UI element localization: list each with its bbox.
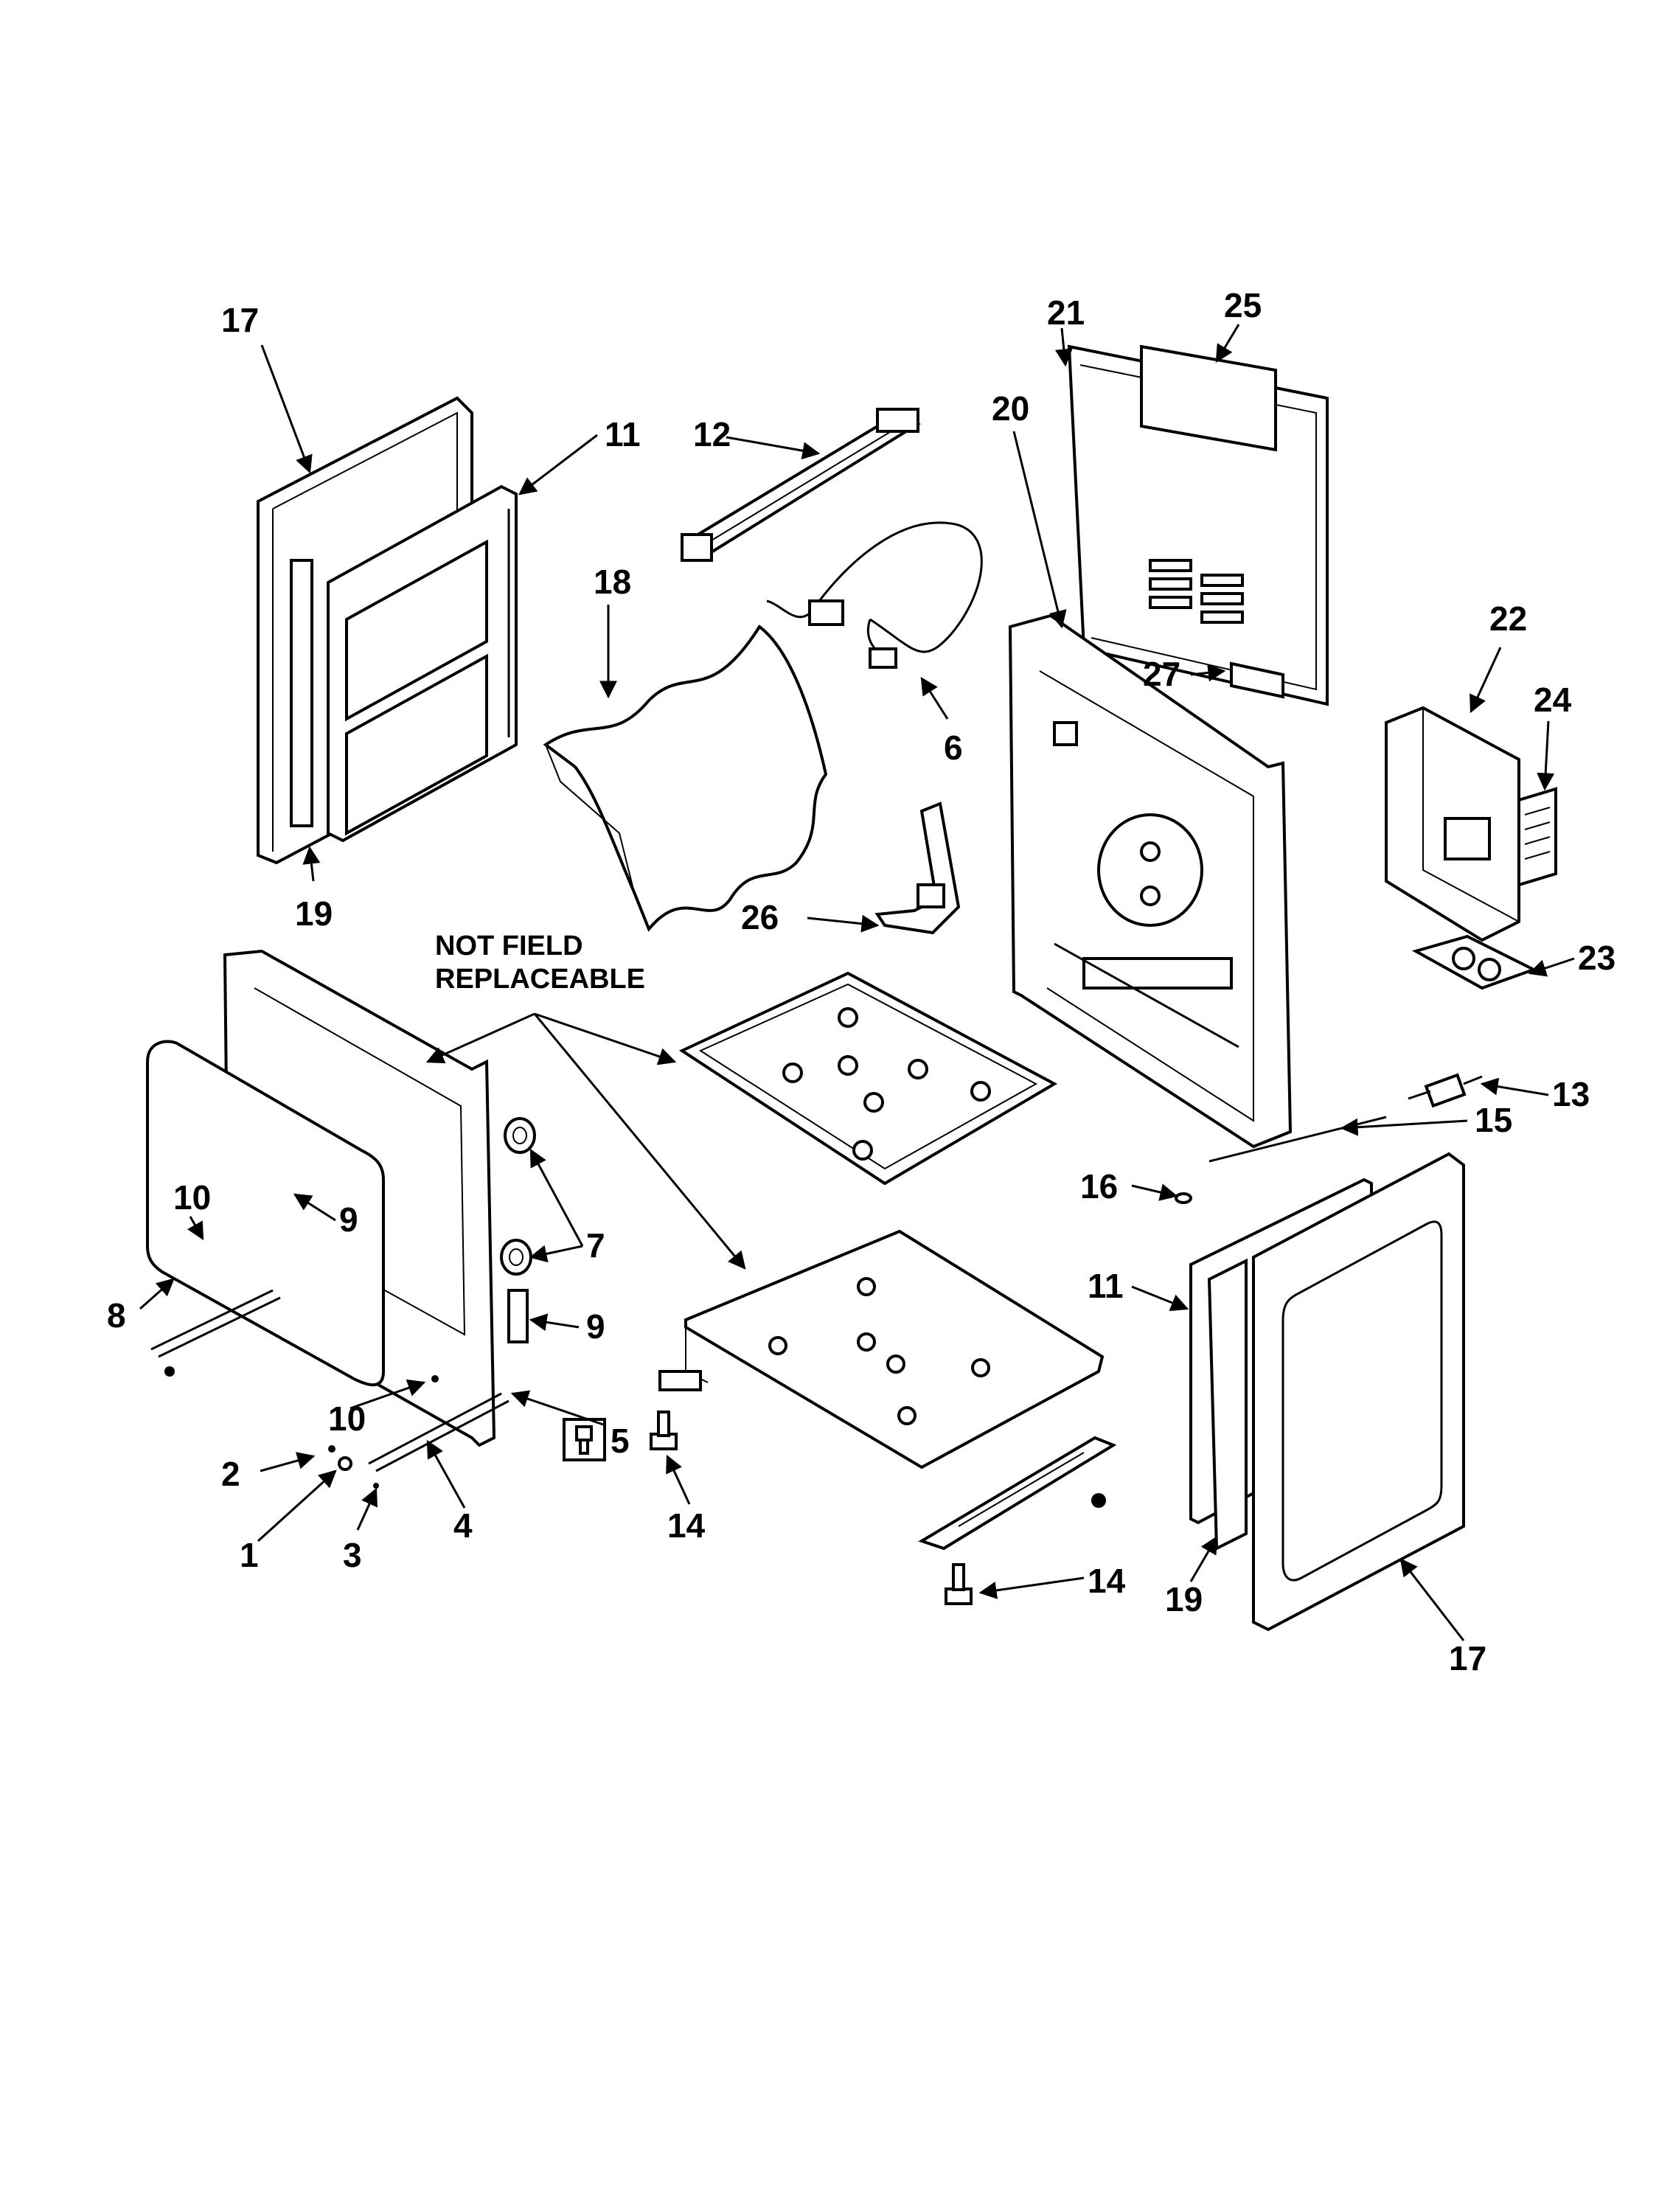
callout-13: 13 bbox=[1552, 1075, 1590, 1113]
callout-4: 4 bbox=[453, 1506, 473, 1545]
leveling-leg-b bbox=[945, 1563, 973, 1605]
callout-9-b: 9 bbox=[586, 1307, 605, 1346]
callout-19-left: 19 bbox=[295, 894, 333, 933]
insulation-strip-right bbox=[1207, 1258, 1248, 1551]
callout-6: 6 bbox=[944, 728, 963, 767]
vent-grille bbox=[1517, 787, 1557, 887]
mounting-bracket bbox=[874, 801, 961, 935]
leveling-leg-box bbox=[563, 1418, 606, 1461]
callout-18: 18 bbox=[594, 563, 631, 601]
callout-14-b: 14 bbox=[1088, 1562, 1126, 1600]
callout-21: 21 bbox=[1047, 293, 1085, 332]
note-line-1: NOT FIELD bbox=[435, 931, 583, 961]
callout-26: 26 bbox=[741, 898, 779, 936]
inner-panel-left bbox=[290, 484, 518, 843]
lower-rail-left bbox=[150, 1289, 281, 1358]
leader-lines bbox=[139, 324, 1575, 1641]
callout-14-a: 14 bbox=[667, 1506, 706, 1545]
callout-3: 3 bbox=[343, 1536, 362, 1574]
callout-1: 1 bbox=[240, 1536, 259, 1574]
clip-16 bbox=[1175, 1192, 1192, 1204]
callout-27: 27 bbox=[1143, 655, 1180, 693]
leveling-leg-a bbox=[650, 1411, 678, 1450]
insulation-blanket bbox=[543, 625, 828, 932]
callout-17-right: 17 bbox=[1449, 1639, 1486, 1677]
oven-base bbox=[658, 1229, 1105, 1470]
door-frame bbox=[146, 1040, 385, 1387]
callout-20: 20 bbox=[992, 389, 1029, 428]
side-bracket bbox=[1385, 706, 1520, 942]
base-rail bbox=[918, 1436, 1117, 1551]
callout-24: 24 bbox=[1534, 681, 1572, 719]
not-field-replaceable-note: NOT FIELD REPLACEABLE bbox=[435, 931, 645, 995]
part-27-bracket bbox=[1230, 661, 1284, 699]
callout-labels: 17 11 12 18 6 21 25 20 27 22 24 19 26 23… bbox=[107, 286, 1615, 1677]
callout-12: 12 bbox=[693, 415, 731, 453]
power-cord bbox=[766, 521, 983, 669]
callout-9-a: 9 bbox=[339, 1200, 358, 1239]
callout-7: 7 bbox=[586, 1226, 605, 1265]
grommet-upper bbox=[504, 1117, 536, 1154]
lower-rail-part-4 bbox=[368, 1392, 509, 1472]
callout-11-right: 11 bbox=[1088, 1267, 1124, 1305]
note-line-2: REPLACEABLE bbox=[435, 964, 645, 995]
callout-8: 8 bbox=[107, 1296, 126, 1335]
callout-23: 23 bbox=[1578, 939, 1615, 977]
terminal-plate bbox=[1411, 934, 1538, 990]
hinge-receptacle bbox=[507, 1289, 529, 1343]
grommet-lower bbox=[500, 1239, 532, 1276]
back-panel bbox=[1008, 613, 1293, 1149]
callout-10-b: 10 bbox=[328, 1399, 366, 1438]
side-panel-right bbox=[1252, 1152, 1465, 1632]
callout-17-top: 17 bbox=[221, 301, 259, 339]
callout-11-top: 11 bbox=[605, 415, 641, 453]
callout-16: 16 bbox=[1080, 1167, 1118, 1206]
callout-25: 25 bbox=[1224, 286, 1262, 324]
callout-5: 5 bbox=[611, 1422, 630, 1460]
small-hardware bbox=[164, 1366, 439, 1489]
callout-2: 2 bbox=[221, 1455, 240, 1493]
sensor-13 bbox=[1408, 1073, 1483, 1108]
callout-10-a: 10 bbox=[173, 1178, 211, 1217]
callout-15: 15 bbox=[1475, 1101, 1512, 1139]
callout-19-right: 19 bbox=[1165, 1580, 1203, 1618]
element-assembly bbox=[681, 408, 921, 562]
oven-bottom-pan bbox=[678, 971, 1058, 1186]
callout-22: 22 bbox=[1489, 599, 1527, 638]
